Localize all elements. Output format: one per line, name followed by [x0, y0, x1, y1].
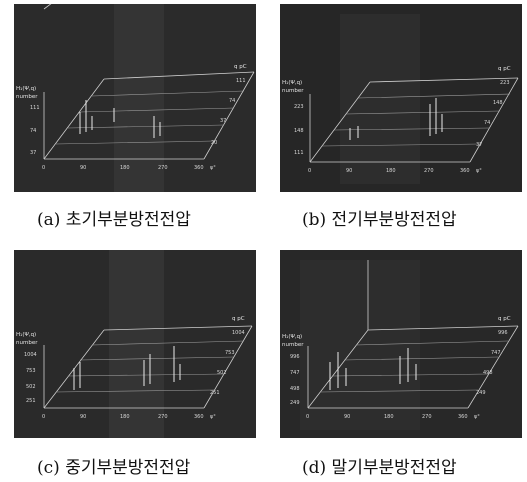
figure-b-grid [321, 93, 511, 147]
figure-c-z-label-1: H₁(Ψ,q) [16, 332, 36, 338]
figure-d-z-tick-3: 249 [290, 400, 300, 406]
figure-c-grid [55, 340, 245, 393]
figure-a-background-texture [14, 4, 256, 192]
figure-a-x-tick-1: 90 [80, 165, 86, 171]
figure-a-x-tick-4: 360 [194, 165, 204, 171]
figure-a-corner-label: q pC [234, 64, 247, 70]
figure-b-q-tick-3: 37 [476, 142, 482, 148]
figure-c-z-tick-0: 1004 [24, 352, 37, 358]
figure-c-panel: H₁(Ψ,q) number q pC 1004 753 502 251 0 9… [14, 250, 256, 438]
figure-c-z-label-2: number [16, 340, 38, 346]
figure-d-caption: (d) 말기부분방전전압 [302, 458, 457, 478]
figure-c-corner-label: q pC [232, 316, 245, 322]
figure-d-x-tick-3: 270 [422, 414, 432, 420]
figure-d-z-tick-0: 996 [290, 354, 300, 360]
figure-b-z-label-2: number [282, 88, 304, 94]
figure-a-q-tick-0: 111 [236, 78, 246, 84]
figure-d-z-label-1: H₁(Ψ,q) [282, 334, 302, 340]
figure-b-z-label-1: H₁(Ψ,q) [282, 80, 302, 86]
figure-d-x-end-label: ψ° [474, 414, 480, 420]
figure-a-q-tick-3: 20 [211, 140, 217, 146]
figure-b-caption: (b) 전기부분방전전압 [302, 210, 457, 230]
figure-b-z-tick-1: 148 [294, 128, 304, 134]
figure-a-z-tick-2: 37 [30, 150, 36, 156]
figure-c-q-tick-2: 502 [217, 370, 227, 376]
figure-d-x-tick-2: 180 [384, 414, 394, 420]
figure-d-pd-spikes [329, 348, 417, 390]
figure-a-x-tick-2: 180 [120, 165, 130, 171]
figure-b-q-tick-0: 223 [500, 80, 510, 86]
figure-d-x-tick-0: 0 [306, 414, 309, 420]
figure-b-q-tick-2: 74 [484, 120, 490, 126]
figure-d-z-tick-1: 747 [290, 370, 300, 376]
figure-a-axes-frame [43, 4, 255, 160]
figure-b-plot: H₁(Ψ,q) number q pC 223 148 111 0 90 180… [280, 4, 522, 192]
figure-c-x-tick-1: 90 [80, 414, 86, 420]
figure-b-pd-spikes [349, 98, 443, 140]
figure-a-caption: (a) 초기부분방전전압 [37, 210, 191, 230]
figure-b-x-tick-3: 270 [424, 168, 434, 174]
figure-a-q-tick-1: 74 [229, 98, 235, 104]
figure-d-grid [319, 340, 509, 393]
figure-c-x-tick-2: 180 [120, 414, 130, 420]
figure-a-z-label-1: H₁(Ψ,q) [16, 86, 36, 92]
figure-c-q-tick-3: 251 [210, 390, 220, 396]
figure-d-q-tick-2: 498 [483, 370, 493, 376]
figure-b-panel: H₁(Ψ,q) number q pC 223 148 111 0 90 180… [280, 4, 522, 192]
figure-c-q-tick-1: 753 [225, 350, 235, 356]
figure-d-x-tick-1: 90 [344, 414, 350, 420]
figure-a-x-tick-0: 0 [42, 165, 45, 171]
figure-d-z-tick-2: 498 [290, 386, 300, 392]
figure-a-z-tick-0: 111 [30, 105, 40, 111]
figure-d-q-tick-0: 996 [498, 330, 508, 336]
figure-b-corner-label: q pC [498, 66, 511, 72]
figure-c-z-tick-1: 753 [26, 368, 36, 374]
figure-c-x-tick-4: 360 [194, 414, 204, 420]
figure-a-plot: H₁(Ψ,q) number q pC 111 74 37 0 90 180 2… [14, 4, 256, 192]
figure-b-x-end-label: ψ° [476, 168, 482, 174]
figure-b-z-tick-2: 111 [294, 150, 304, 156]
figure-c-x-tick-3: 270 [158, 414, 168, 420]
figure-a-pd-spikes [79, 100, 161, 138]
figure-b-x-tick-1: 90 [346, 168, 352, 174]
figure-a-grid [55, 90, 245, 145]
figure-a-x-tick-3: 270 [158, 165, 168, 171]
figure-d-q-tick-1: 747 [491, 350, 501, 356]
figure-d-q-tick-3: 249 [476, 390, 486, 396]
figure-a-panel: H₁(Ψ,q) number q pC 111 74 37 0 90 180 2… [14, 4, 256, 192]
figure-d-x-tick-4: 360 [458, 414, 468, 420]
figure-c-q-tick-0: 1004 [232, 330, 245, 336]
figure-b-x-tick-0: 0 [308, 168, 311, 174]
figure-c-caption: (c) 중기부분방전전압 [37, 458, 191, 478]
figure-b-background-texture [280, 4, 522, 192]
figure-b-x-tick-4: 360 [460, 168, 470, 174]
figure-c-z-tick-3: 251 [26, 398, 36, 404]
figure-c-pd-spikes [73, 346, 181, 390]
figure-a-x-end-label: ψ° [210, 165, 216, 171]
figure-d-panel: H₁(Ψ,q) number q pC 996 747 498 249 0 90… [280, 250, 522, 438]
figure-a-z-tick-1: 74 [30, 128, 36, 134]
figure-b-z-tick-0: 223 [294, 104, 304, 110]
figure-c-x-tick-0: 0 [42, 414, 45, 420]
figure-b-q-tick-1: 148 [493, 100, 503, 106]
figure-b-x-tick-2: 180 [386, 168, 396, 174]
figure-c-z-tick-2: 502 [26, 384, 36, 390]
figure-a-z-label-2: number [16, 94, 38, 100]
figure-d-corner-label: q pC [498, 316, 511, 322]
figure-d-plot: H₁(Ψ,q) number q pC 996 747 498 249 0 90… [280, 250, 522, 438]
figure-c-plot: H₁(Ψ,q) number q pC 1004 753 502 251 0 9… [14, 250, 256, 438]
figure-b-axes-frame [309, 77, 519, 163]
figure-c-x-end-label: ψ° [210, 414, 216, 420]
figure-a-q-tick-2: 37 [220, 118, 226, 124]
figure-d-z-label-2: number [282, 342, 304, 348]
